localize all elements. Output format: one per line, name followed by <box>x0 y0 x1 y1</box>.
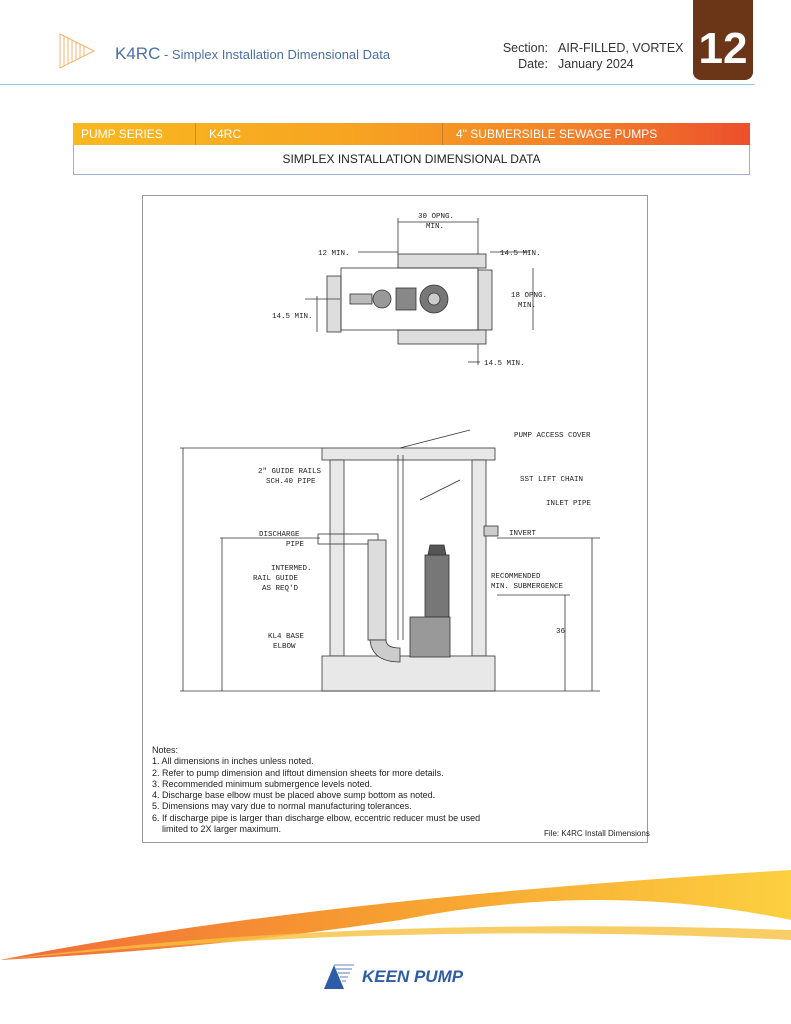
label-opening-depth-min: MIN. <box>518 302 536 310</box>
note-item: 3. Recommended minimum submergence level… <box>152 778 373 789</box>
banner-description: 4" SUBMERSIBLE SEWAGE PUMPS <box>456 127 658 141</box>
label-submergence-1: RECOMMENDED <box>491 573 541 581</box>
label-discharge-pipe: PIPE <box>286 541 305 549</box>
label-opening-width-min: MIN. <box>426 223 444 231</box>
section-title: SIMPLEX INSTALLATION DIMENSIONAL DATA <box>73 145 750 175</box>
drawing-frame <box>142 195 648 843</box>
label-left-clearance-lower: 14.5 MIN. <box>272 313 313 321</box>
label-bottom-clearance: 14.5 MIN. <box>484 360 525 368</box>
series-banner: PUMP SERIES K4RC 4" SUBMERSIBLE SEWAGE P… <box>73 123 750 145</box>
file-name: File: K4RC Install Dimensions <box>544 829 650 838</box>
label-submergence-2: MIN. SUBMERGENCE <box>491 583 564 591</box>
header-divider <box>0 84 755 85</box>
note-item: 6. If discharge pipe is larger than disc… <box>152 812 481 823</box>
label-rail-guide-3: AS REQ'D <box>262 585 299 593</box>
label-guide-rails-pipe: SCH.40 PIPE <box>266 478 316 486</box>
keen-pump-logo-icon <box>324 964 354 989</box>
date-value: January 2024 <box>558 57 634 71</box>
note-item: 4. Discharge base elbow must be placed a… <box>152 790 436 801</box>
label-submergence-value: 36 <box>556 628 566 636</box>
model-name: K4RC <box>115 44 161 63</box>
label-inlet-pipe: INLET PIPE <box>546 500 592 508</box>
label-right-clearance: 14.5 MIN. <box>500 250 541 258</box>
note-item: 1. All dimensions in inches unless noted… <box>152 756 314 767</box>
section-value: AIR-FILLED, VORTEX <box>558 41 684 55</box>
label-rail-guide-2: RAIL GUIDE <box>253 575 299 583</box>
note-item: limited to 2X larger maximum. <box>162 824 282 835</box>
label-discharge: DISCHARGE <box>259 531 300 539</box>
banner-pump-series: PUMP SERIES <box>81 127 163 141</box>
notes: Notes: 1. All dimensions in inches unles… <box>152 745 480 835</box>
date-label: Date: <box>518 57 548 71</box>
brand-name: KEEN PUMP <box>362 967 464 986</box>
label-base-elbow-2: ELBOW <box>273 643 296 651</box>
label-opening-width: 30 OPNG. <box>418 213 454 221</box>
note-item: 5. Dimensions may vary due to normal man… <box>152 801 412 812</box>
brand-logo: KEEN PUMP <box>322 963 463 991</box>
label-access-cover: PUMP ACCESS COVER <box>514 432 591 440</box>
label-lift-chain: SST LIFT CHAIN <box>520 476 583 484</box>
label-rail-guide-1: INTERMED. <box>271 565 312 573</box>
plan-view <box>305 218 534 365</box>
notes-heading: Notes: <box>152 745 179 755</box>
page-title: K4RC - Simplex Installation Dimensional … <box>115 44 390 64</box>
label-left-clearance: 12 MIN. <box>318 250 350 258</box>
banner-divider <box>442 123 443 145</box>
banner-divider <box>195 123 196 145</box>
label-opening-depth: 18 OPNG. <box>511 292 547 300</box>
decorative-swoosh <box>0 870 791 960</box>
label-invert: INVERT <box>509 530 537 538</box>
banner-model: K4RC <box>209 127 242 141</box>
drawing-labels: 30 OPNG. MIN. 12 MIN. 14.5 MIN. 18 OPNG.… <box>253 213 592 651</box>
logo-triangle-icon <box>59 33 96 69</box>
page-number-tab: 12 <box>693 0 753 80</box>
page-subtitle: - Simplex Installation Dimensional Data <box>160 47 391 62</box>
section-label: Section: <box>502 41 548 55</box>
label-guide-rails: 2" GUIDE RAILS <box>258 468 322 476</box>
note-item: 2. Refer to pump dimension and liftout d… <box>152 767 444 778</box>
elevation-view <box>180 429 600 692</box>
label-base-elbow: KL4 BASE <box>268 633 305 641</box>
